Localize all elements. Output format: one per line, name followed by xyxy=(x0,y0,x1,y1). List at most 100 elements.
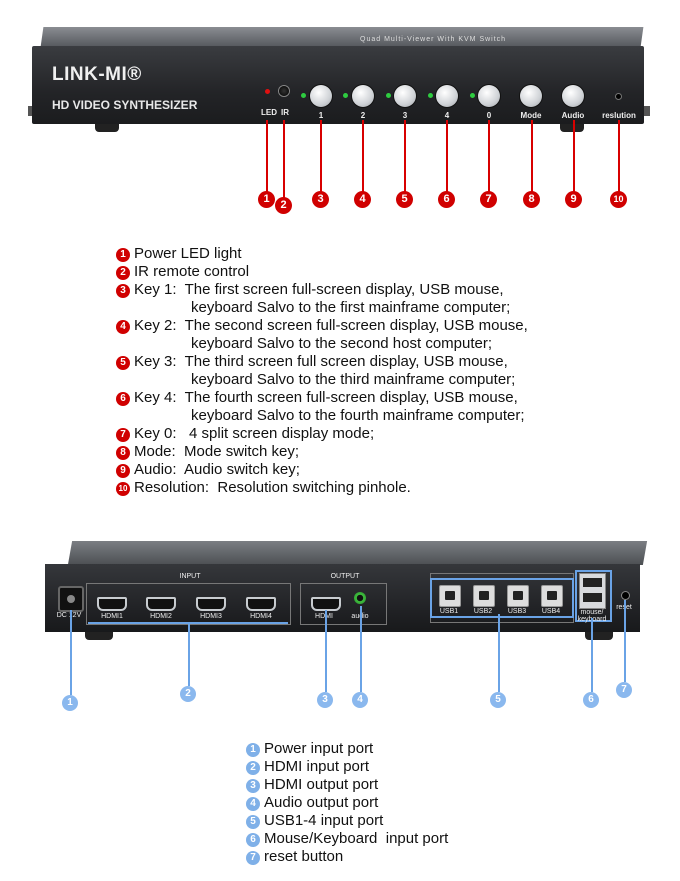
key-1-button[interactable] xyxy=(310,85,332,107)
label-mode: Mode xyxy=(520,111,542,120)
callout-number: 3 xyxy=(317,692,333,708)
label-key-0: 0 xyxy=(486,111,492,120)
callout-number: 6 xyxy=(438,191,455,208)
legend-text-cont: keyboard Salvo to the fourth mainframe c… xyxy=(191,407,525,424)
hdmi-in-2-port[interactable] xyxy=(146,597,176,611)
usb-2-port[interactable] xyxy=(473,585,495,607)
label-key-1: 1 xyxy=(318,111,324,120)
label-usb4: USB4 xyxy=(541,608,561,615)
callout-number: 7 xyxy=(480,191,497,208)
legend-number: 1 xyxy=(116,248,130,262)
label-output: OUTPUT xyxy=(330,573,360,580)
key0-led xyxy=(470,93,475,98)
label-ir: IR xyxy=(281,108,289,117)
callout-number: 3 xyxy=(312,191,329,208)
label-key-2: 2 xyxy=(360,111,366,120)
key4-led xyxy=(428,93,433,98)
legend-number: 6 xyxy=(116,392,130,406)
mk-highlight xyxy=(575,570,612,622)
label-input: INPUT xyxy=(179,573,201,580)
legend-number: 5 xyxy=(246,815,260,829)
ir-receiver xyxy=(279,86,289,96)
legend-number: 1 xyxy=(246,743,260,757)
usb-1-port[interactable] xyxy=(439,585,461,607)
callout-bracket xyxy=(88,622,288,624)
dc-power-jack[interactable] xyxy=(58,586,84,612)
device-foot xyxy=(95,124,119,132)
label-audio-out: audio xyxy=(340,613,380,620)
callout-line xyxy=(591,618,593,692)
reset-pinhole[interactable] xyxy=(622,592,629,599)
legend-text: Key 0: 4 split screen display mode; xyxy=(134,425,375,442)
hdmi-in-4-port[interactable] xyxy=(246,597,276,611)
audio-button[interactable] xyxy=(562,85,584,107)
hdmi-in-1-port[interactable] xyxy=(97,597,127,611)
hdmi-in-3-port[interactable] xyxy=(196,597,226,611)
label-usb3: USB3 xyxy=(507,608,527,615)
usb-3-port[interactable] xyxy=(507,585,529,607)
key-3-button[interactable] xyxy=(394,85,416,107)
key-2-button[interactable] xyxy=(352,85,374,107)
legend-number: 3 xyxy=(246,779,260,793)
key-0-button[interactable] xyxy=(478,85,500,107)
callout-number: 5 xyxy=(490,692,506,708)
front-panel xyxy=(32,46,644,124)
callout-line xyxy=(404,120,406,192)
back-panel xyxy=(45,564,640,632)
key-4-button[interactable] xyxy=(436,85,458,107)
legend-text-cont: keyboard Salvo to the third mainframe co… xyxy=(191,371,516,388)
legend-text: reset button xyxy=(264,848,344,865)
label-audio: Audio xyxy=(561,111,585,120)
device-foot xyxy=(85,632,113,640)
device-foot xyxy=(585,632,613,640)
top-print: Quad Multi-Viewer With KVM Switch xyxy=(360,36,507,43)
legend-number: 7 xyxy=(116,428,130,442)
legend-text: Key 2: The second screen full-screen dis… xyxy=(134,317,528,334)
callout-line xyxy=(362,120,364,192)
legend-text: USB1-4 input port xyxy=(264,812,384,829)
callout-line xyxy=(70,610,72,695)
legend-number: 4 xyxy=(116,320,130,334)
callout-line xyxy=(320,120,322,192)
callout-number: 4 xyxy=(354,191,371,208)
resolution-pinhole[interactable] xyxy=(616,94,621,99)
legend-number: 2 xyxy=(246,761,260,775)
label-dc: DC 12V xyxy=(56,612,82,619)
legend-item: 1 Power input port xyxy=(246,740,646,758)
legend-item: 3 HDMI output port xyxy=(246,776,646,794)
callout-line xyxy=(283,120,285,198)
legend-text: HDMI output port xyxy=(264,776,379,793)
callout-number: 7 xyxy=(616,682,632,698)
legend-item: 4 Key 2: The second screen full-screen di… xyxy=(116,317,656,335)
callout-line xyxy=(446,120,448,192)
legend-text: Audio output port xyxy=(264,794,379,811)
legend-text: Key 1: The first screen full-screen disp… xyxy=(134,281,504,298)
callout-number: 2 xyxy=(275,197,292,214)
hdmi-out-port[interactable] xyxy=(311,597,341,611)
callout-line xyxy=(531,120,533,192)
label-usb1: USB1 xyxy=(439,608,459,615)
legend-text: Power input port xyxy=(264,740,374,757)
callout-number: 9 xyxy=(565,191,582,208)
usb-4-port[interactable] xyxy=(541,585,563,607)
label-key-3: 3 xyxy=(402,111,408,120)
legend-number: 3 xyxy=(116,284,130,298)
legend-item: 3 Key 1: The first screen full-screen dis… xyxy=(116,281,656,299)
front-panel-top xyxy=(40,27,644,47)
audio-out-jack[interactable] xyxy=(354,592,366,604)
label-resolution: reslution xyxy=(602,111,636,120)
legend-item: 7 Key 0: 4 split screen display mode; xyxy=(116,425,656,443)
mouse-keyboard-port[interactable] xyxy=(579,573,606,609)
mode-button[interactable] xyxy=(520,85,542,107)
callout-line xyxy=(488,120,490,192)
legend-text: Audio: Audio switch key; xyxy=(134,461,300,478)
legend-number: 5 xyxy=(116,356,130,370)
callout-line xyxy=(573,120,575,192)
